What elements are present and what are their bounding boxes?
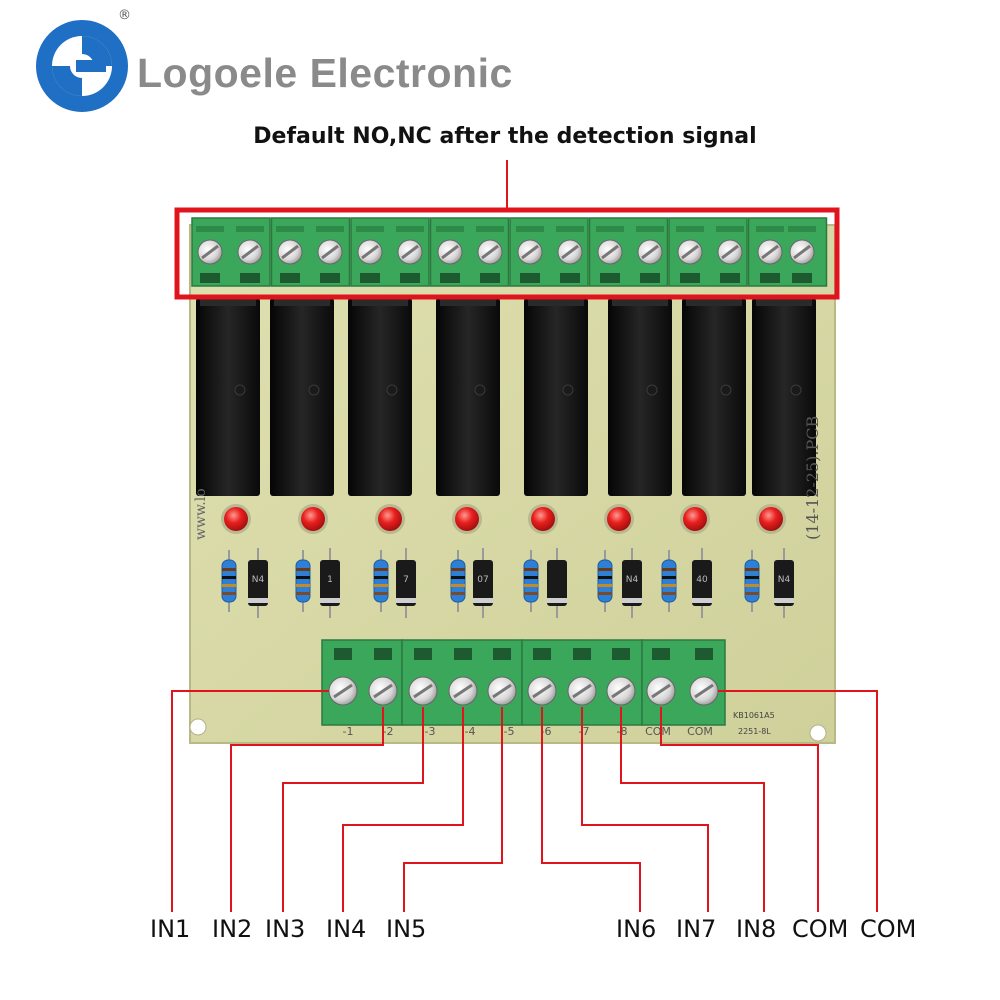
relay-row — [196, 298, 816, 496]
pin-label: -5 — [504, 725, 515, 738]
status-led — [455, 507, 479, 531]
input-label-com-2: COM — [860, 915, 917, 943]
diode — [692, 560, 712, 606]
resistor — [450, 559, 466, 603]
relay — [270, 298, 334, 496]
relay — [436, 298, 500, 496]
input-label-in2: IN2 — [212, 915, 253, 943]
pin-label: COM — [687, 725, 713, 738]
diode — [622, 560, 642, 606]
pin-label: COM — [645, 725, 671, 738]
pin-label: -7 — [579, 725, 590, 738]
status-led — [683, 507, 707, 531]
diode-marking: 7 — [403, 575, 409, 585]
input-wire — [282, 707, 424, 912]
bottom-pin-labels: -1 -2 -3 -4 -5 -6 -7 -8 COM COM — [343, 725, 713, 738]
silkscreen-side: (14-12-25).PCB — [803, 416, 822, 540]
component-row: N4 1 7 07 N4 40 N4 — [221, 548, 794, 618]
diode-marking: 1 — [327, 575, 333, 585]
input-wire — [620, 707, 765, 912]
diode — [473, 560, 493, 606]
diode-marking: 40 — [696, 575, 708, 585]
status-led — [224, 507, 248, 531]
status-led — [301, 507, 325, 531]
silkscreen-url: www.lo — [193, 488, 209, 540]
resistor — [744, 559, 760, 603]
pin-label: -8 — [617, 725, 628, 738]
resistor — [373, 559, 389, 603]
status-led — [607, 507, 631, 531]
relay — [752, 298, 816, 496]
input-wire — [342, 707, 464, 912]
input-label-in7: IN7 — [676, 915, 717, 943]
resistor — [661, 559, 677, 603]
input-wire — [230, 707, 384, 912]
resistor — [597, 559, 613, 603]
input-label-in6: IN6 — [616, 915, 657, 943]
diode-marking: N4 — [778, 575, 791, 585]
top-terminal-blocks — [191, 217, 828, 287]
relay — [524, 298, 588, 496]
logoele-logo-icon — [36, 20, 128, 112]
status-led — [759, 507, 783, 531]
resistor — [523, 559, 539, 603]
diode — [396, 560, 416, 606]
pin-label: -2 — [383, 725, 394, 738]
input-label-in4: IN4 — [326, 915, 367, 943]
resistor — [221, 559, 237, 603]
relay — [608, 298, 672, 496]
input-label-com-1: COM — [792, 915, 849, 943]
resistor — [295, 559, 311, 603]
input-label-in1: IN1 — [150, 915, 191, 943]
diode — [774, 560, 794, 606]
led-row — [221, 504, 786, 534]
input-label-in5: IN5 — [386, 915, 427, 943]
input-label-in8: IN8 — [736, 915, 777, 943]
input-wire — [541, 707, 641, 912]
status-led — [378, 507, 402, 531]
status-led — [531, 507, 555, 531]
input-wires — [171, 690, 878, 912]
diode — [547, 560, 567, 606]
diode — [320, 560, 340, 606]
relay — [348, 298, 412, 496]
silkscreen-code-2: 2251-8L — [738, 727, 771, 736]
input-wire — [581, 707, 709, 912]
diode-marking: 07 — [477, 575, 488, 585]
diode-marking: N4 — [252, 575, 265, 585]
relay — [196, 298, 260, 496]
diode-marking: N4 — [626, 575, 639, 585]
silkscreen-code-1: KB1061A5 — [733, 711, 775, 720]
pin-label: -4 — [465, 725, 476, 738]
registered-mark: ® — [118, 8, 131, 23]
relay — [682, 298, 746, 496]
input-wire — [718, 690, 878, 912]
pin-label: -6 — [541, 725, 552, 738]
diode — [248, 560, 268, 606]
input-label-in3: IN3 — [265, 915, 306, 943]
input-wire — [171, 690, 329, 912]
pin-label: -3 — [425, 725, 436, 738]
pin-label: -1 — [343, 725, 354, 738]
headline-text: Default NO,NC after the detection signal — [253, 124, 757, 149]
input-wire — [403, 707, 503, 912]
brand-name: Logoele Electronic — [137, 50, 513, 96]
input-wire — [660, 707, 819, 912]
